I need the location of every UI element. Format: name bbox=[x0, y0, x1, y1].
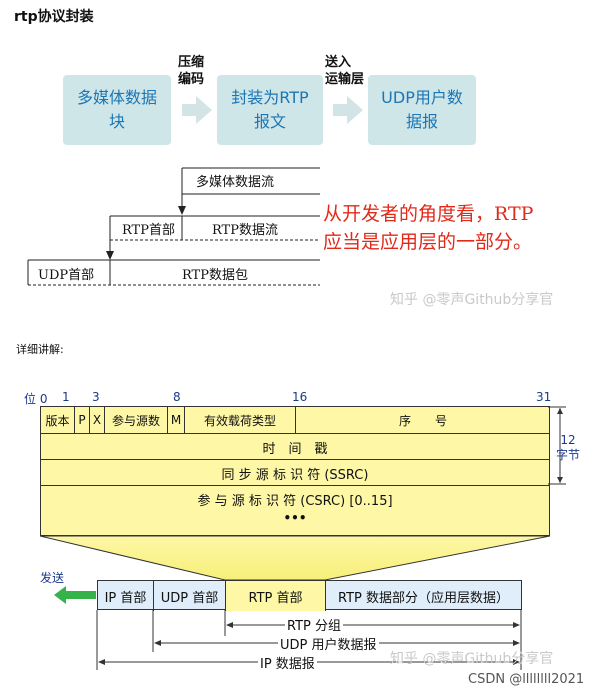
bit-8-label: 8 bbox=[173, 390, 181, 404]
watermark-zhihu-bottom: 知乎 @零声Github分享官 bbox=[390, 651, 554, 667]
rtp-header-label: RTP首部 bbox=[122, 223, 175, 238]
udp-datagram-line1: UDP用户数 bbox=[381, 88, 463, 107]
field-sequence-number: 序 号 bbox=[398, 413, 447, 428]
bit-16-label: 16 bbox=[292, 390, 308, 404]
section-title-rtp-encapsulation: rtp协议封装 bbox=[14, 9, 94, 25]
udp-datagram-line2: 据报 bbox=[405, 112, 438, 131]
udp-header-label: UDP首部 bbox=[38, 268, 95, 283]
span-udp-datagram: UDP 用户数据报 bbox=[278, 634, 379, 653]
bit-31-label: 31 bbox=[536, 390, 552, 404]
bit-3-label: 3 bbox=[92, 390, 100, 404]
field-padding: P bbox=[75, 407, 90, 433]
field-extension: X bbox=[90, 407, 105, 433]
encapsulation-diagram bbox=[27, 167, 320, 286]
field-csrc-ellipsis: ••• bbox=[283, 511, 307, 525]
rtp-stream-label: RTP数据流 bbox=[212, 223, 278, 238]
to-transport-label: 送入 运输层 bbox=[325, 54, 364, 88]
packet-ip-header: IP 首部 bbox=[98, 581, 154, 611]
field-payload-type: 有效载荷类型 bbox=[185, 407, 296, 433]
rtp-packet-line2: 报文 bbox=[253, 112, 286, 131]
encode-label: 编码 bbox=[178, 72, 205, 87]
field-csrc-count: 参与源数 bbox=[105, 407, 168, 433]
rtp-header-table: 版本 P X 参与源数 M 有效载荷类型 序 号 时 间 戳 同 步 源 标 识… bbox=[40, 406, 550, 536]
developer-note: 从开发者的角度看，RTP 应当是应用层的一部分。 bbox=[323, 200, 533, 256]
send-arrow-icon bbox=[54, 586, 96, 604]
flow-arrow-2-body bbox=[333, 104, 347, 116]
twelve-byte-bracket bbox=[548, 406, 566, 485]
csdn-footer: CSDN @llllllll2021 bbox=[468, 672, 585, 687]
field-ssrc: 同 步 源 标 识 符 (SSRC) bbox=[41, 459, 549, 486]
developer-note-line2: 应当是应用层的一部分。 bbox=[323, 231, 533, 253]
compress-encode-label: 压缩 编码 bbox=[178, 54, 204, 88]
flow-arrow-1-body bbox=[182, 104, 196, 116]
field-csrc: 参 与 源 标 识 符 (CSRC) [0..15] bbox=[41, 485, 549, 512]
developer-note-line1: 从开发者的角度看，RTP bbox=[323, 203, 534, 225]
multimedia-block-line2: 块 bbox=[108, 112, 125, 131]
multimedia-block-line1: 多媒体数据 bbox=[76, 88, 157, 107]
bit-1-label: 1 bbox=[62, 390, 70, 404]
transport-layer-label: 运输层 bbox=[325, 72, 365, 87]
twelve-byte-number: 12 bbox=[560, 433, 576, 447]
send-label: 发送 bbox=[40, 571, 65, 585]
rtp-header-row-1: 版本 P X 参与源数 M 有效载荷类型 序 号 bbox=[41, 407, 549, 433]
bit-0-label: 位 0 bbox=[24, 392, 48, 406]
watermark-zhihu-top: 知乎 @零声Github分享官 bbox=[390, 292, 554, 308]
rtp-packet-box: 封装为RTP 报文 bbox=[217, 75, 323, 145]
packet-layout: IP 首部 UDP 首部 RTP 首部 RTP 数据部分（应用层数据） bbox=[97, 580, 522, 611]
flow-arrow-2-head bbox=[347, 96, 363, 124]
packet-rtp-data: RTP 数据部分（应用层数据） bbox=[338, 590, 509, 606]
packet-udp-header: UDP 首部 bbox=[154, 581, 226, 611]
rtp-data-packet-label: RTP数据包 bbox=[182, 268, 248, 283]
compress-label: 压缩 bbox=[178, 55, 205, 70]
send-in-label: 送入 bbox=[325, 55, 352, 70]
flow-arrow-1-head bbox=[196, 96, 212, 124]
multimedia-block-box: 多媒体数据块 bbox=[63, 75, 171, 145]
field-marker: M bbox=[168, 407, 185, 433]
field-timestamp: 时 间 戳 bbox=[41, 433, 549, 460]
multimedia-stream-label: 多媒体数据流 bbox=[196, 175, 275, 190]
span-ip-datagram: IP 数据报 bbox=[258, 653, 317, 672]
udp-datagram-box: UDP用户数据报 bbox=[368, 75, 476, 145]
field-version: 版本 bbox=[41, 407, 75, 433]
span-rtp-group: RTP 分组 bbox=[285, 615, 343, 634]
twelve-byte-unit: 字节 bbox=[556, 448, 581, 462]
twelve-byte-label: 12 字节 bbox=[556, 433, 580, 463]
rtp-packet-line1: 封装为RTP bbox=[231, 88, 309, 107]
header-zoom-funnel bbox=[40, 536, 550, 581]
section-title-details: 详细讲解: bbox=[16, 343, 64, 356]
packet-rtp-header: RTP 首部 bbox=[226, 581, 326, 611]
